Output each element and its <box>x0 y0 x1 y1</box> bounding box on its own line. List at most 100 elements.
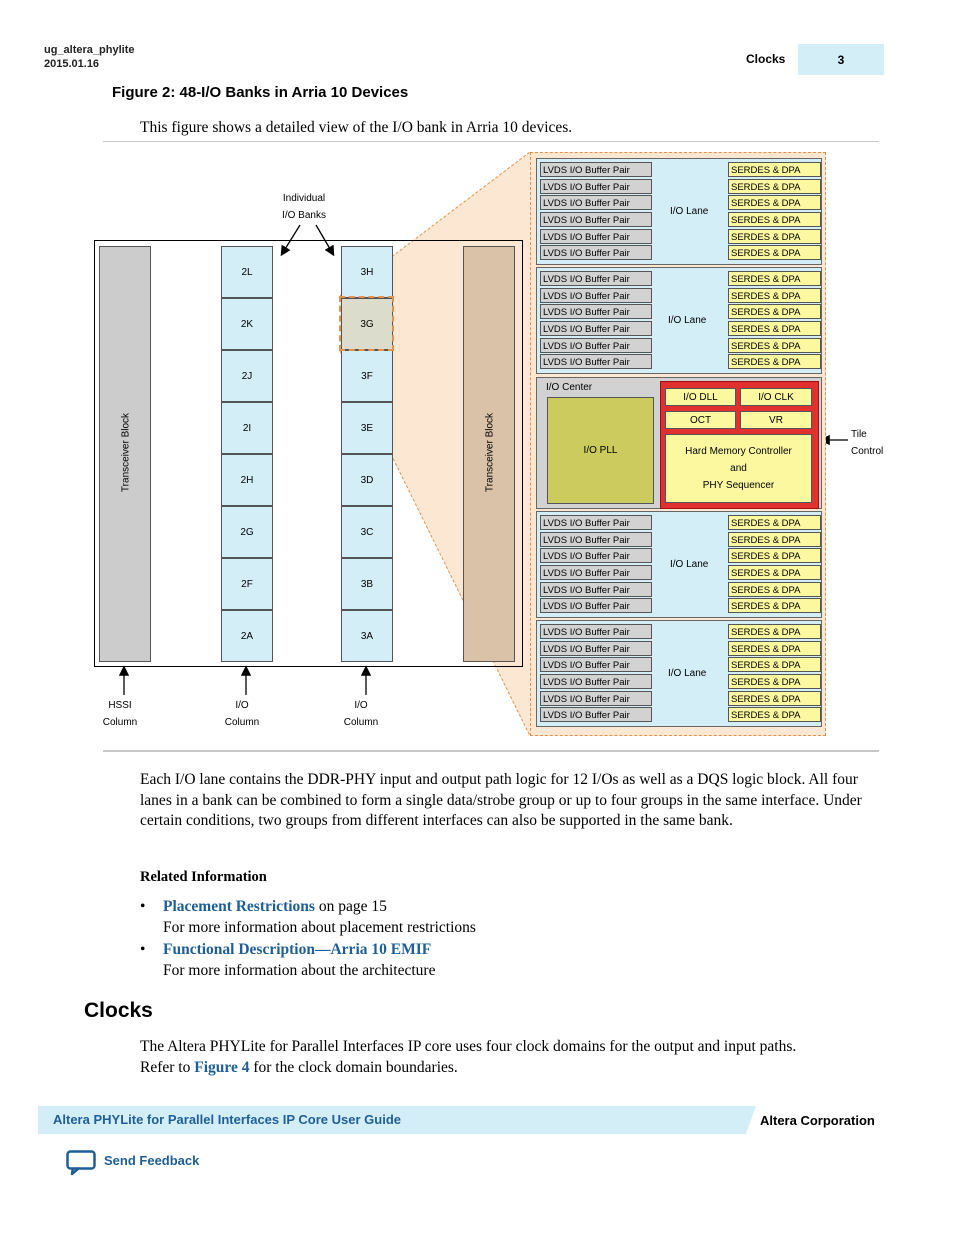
related-item: • Placement Restrictions on page 15 For … <box>140 897 840 938</box>
bank-cell: 3B <box>341 558 393 610</box>
bank-cell: 3F <box>341 350 393 402</box>
oct: OCT <box>665 411 736 429</box>
lvds-buffer-pair: LVDS I/O Buffer Pair <box>540 354 652 369</box>
col-label-line1: I/O <box>235 700 249 711</box>
doc-date: 2015.01.16 <box>44 58 100 70</box>
serdes-dpa: SERDES & DPA <box>728 162 821 177</box>
io-pll-label: I/O PLL <box>583 445 618 456</box>
individual-label-1: Individual <box>282 193 326 204</box>
io-lane-label: I/O Lane <box>668 315 707 326</box>
clocks-text-1: The Altera PHYLite for Parallel Interfac… <box>140 1038 797 1055</box>
hard-memory-controller: Hard Memory Controller and PHY Sequencer <box>665 434 812 503</box>
lvds-buffer-pair: LVDS I/O Buffer Pair <box>540 245 652 260</box>
lvds-buffer-pair: LVDS I/O Buffer Pair <box>540 195 652 210</box>
tile-control-label: Tile Control <box>851 426 883 460</box>
serdes-dpa: SERDES & DPA <box>728 565 821 580</box>
serdes-dpa: SERDES & DPA <box>728 304 821 319</box>
serdes-dpa: SERDES & DPA <box>728 271 821 286</box>
io-clk-label: I/O CLK <box>758 391 794 403</box>
vr-label: VR <box>769 414 783 426</box>
serdes-dpa: SERDES & DPA <box>728 229 821 244</box>
lvds-buffer-pair: LVDS I/O Buffer Pair <box>540 229 652 244</box>
serdes-dpa: SERDES & DPA <box>728 548 821 563</box>
serdes-dpa: SERDES & DPA <box>728 582 821 597</box>
figure-description: This figure shows a detailed view of the… <box>140 119 573 136</box>
feedback-icon[interactable] <box>66 1150 96 1176</box>
io-pll: I/O PLL <box>547 397 654 504</box>
footer-bar-slant <box>742 1106 756 1134</box>
bank-cell: 3C <box>341 506 393 558</box>
oct-label: OCT <box>689 414 712 426</box>
serdes-dpa: SERDES & DPA <box>728 691 821 706</box>
serdes-dpa: SERDES & DPA <box>728 354 821 369</box>
send-feedback-link[interactable]: Send Feedback <box>104 1153 200 1168</box>
hmc-line2: and <box>730 463 747 474</box>
lvds-buffer-pair: LVDS I/O Buffer Pair <box>540 338 652 353</box>
serdes-dpa: SERDES & DPA <box>728 288 821 303</box>
lvds-buffer-pair: LVDS I/O Buffer Pair <box>540 532 652 547</box>
clocks-paragraph: The Altera PHYLite for Parallel Interfac… <box>140 1037 875 1078</box>
col-label-line2: Column <box>102 717 138 728</box>
bank-cell: 2H <box>221 454 273 506</box>
col-label-line2: Column <box>343 717 379 728</box>
lvds-buffer-pair: LVDS I/O Buffer Pair <box>540 515 652 530</box>
hmc-line3: PHY Sequencer <box>702 480 775 491</box>
clocks-heading: Clocks <box>84 999 153 1022</box>
header-section: Clocks <box>746 52 786 66</box>
functional-description-link[interactable]: Functional Description—Arria 10 EMIF <box>163 941 432 958</box>
page-number: 3 <box>798 44 884 75</box>
bank-column-3: 3H 3G 3F 3E 3D 3C 3B 3A <box>341 246 393 662</box>
serdes-dpa: SERDES & DPA <box>728 179 821 194</box>
tile-label-1: Tile <box>851 429 867 440</box>
serdes-dpa: SERDES & DPA <box>728 515 821 530</box>
bank-cell: 3A <box>341 610 393 662</box>
bank-column-2: 2L 2K 2J 2I 2H 2G 2F 2A <box>221 246 273 662</box>
placement-restrictions-link[interactable]: Placement Restrictions <box>163 898 315 915</box>
col-label-line1: I/O <box>354 700 368 711</box>
col-label-line1: HSSI <box>108 700 132 711</box>
figure-title: Figure 2: 48-I/O Banks in Arria 10 Devic… <box>112 84 409 101</box>
serdes-dpa: SERDES & DPA <box>728 245 821 260</box>
serdes-dpa: SERDES & DPA <box>728 532 821 547</box>
individual-label-2: I/O Banks <box>282 210 326 221</box>
io-lane: LVDS I/O Buffer Pair LVDS I/O Buffer Pai… <box>536 511 822 618</box>
transceiver-block-right: Transceiver Block <box>463 246 515 662</box>
io-lane: LVDS I/O Buffer Pair LVDS I/O Buffer Pai… <box>536 620 822 727</box>
figure-4-link[interactable]: Figure 4 <box>194 1058 250 1076</box>
tile-control: I/O DLL I/O CLK OCT VR Hard Memory Contr… <box>660 381 819 509</box>
individual-banks-label: Individual I/O Banks <box>282 190 326 224</box>
lvds-buffer-pair: LVDS I/O Buffer Pair <box>540 707 652 722</box>
bank-cell-highlighted: 3G <box>341 298 393 350</box>
lvds-buffer-pair: LVDS I/O Buffer Pair <box>540 321 652 336</box>
io-center-label: I/O Center <box>546 382 593 393</box>
serdes-dpa: SERDES & DPA <box>728 707 821 722</box>
lvds-buffer-pair: LVDS I/O Buffer Pair <box>540 548 652 563</box>
lvds-buffer-pair: LVDS I/O Buffer Pair <box>540 212 652 227</box>
lane-paragraph: Each I/O lane contains the DDR-PHY input… <box>140 771 862 829</box>
bank-cell: 2L <box>221 246 273 298</box>
clocks-text-2: Refer to Figure 4 for the clock domain b… <box>140 1058 875 1079</box>
io-lane-label: I/O Lane <box>670 206 709 217</box>
lvds-buffer-pair: LVDS I/O Buffer Pair <box>540 691 652 706</box>
related-item: • Functional Description—Arria 10 EMIF F… <box>140 940 840 981</box>
io-bank-diagram: Individual I/O Banks Transceiver Block T… <box>94 151 883 737</box>
lvds-buffer-pair: LVDS I/O Buffer Pair <box>540 641 652 656</box>
serdes-dpa: SERDES & DPA <box>728 321 821 336</box>
io-center: I/O Center I/O PLL I/O DLL I/O CLK OCT V… <box>536 377 822 509</box>
bank-highlight-frame <box>339 296 394 351</box>
lvds-buffer-pair: LVDS I/O Buffer Pair <box>540 674 652 689</box>
bank-detail: LVDS I/O Buffer Pair LVDS I/O Buffer Pai… <box>530 152 826 736</box>
io-lane-label: I/O Lane <box>668 668 707 679</box>
bank-cell: 3E <box>341 402 393 454</box>
transceiver-right-label: Transceiver Block <box>484 412 496 493</box>
doc-id: ug_altera_phylite 2015.01.16 <box>44 43 134 71</box>
col-label-line2: Column <box>224 717 260 728</box>
io-lane-label: I/O Lane <box>670 559 709 570</box>
clocks-text-2b: for the clock domain boundaries. <box>249 1058 458 1076</box>
tile-label-2: Control <box>851 446 884 457</box>
lvds-buffer-pair: LVDS I/O Buffer Pair <box>540 162 652 177</box>
footer-bar <box>38 1106 746 1134</box>
lvds-buffer-pair: LVDS I/O Buffer Pair <box>540 582 652 597</box>
io-lane: LVDS I/O Buffer Pair LVDS I/O Buffer Pai… <box>536 158 822 265</box>
footer-title: Altera PHYLite for Parallel Interfaces I… <box>53 1112 401 1127</box>
